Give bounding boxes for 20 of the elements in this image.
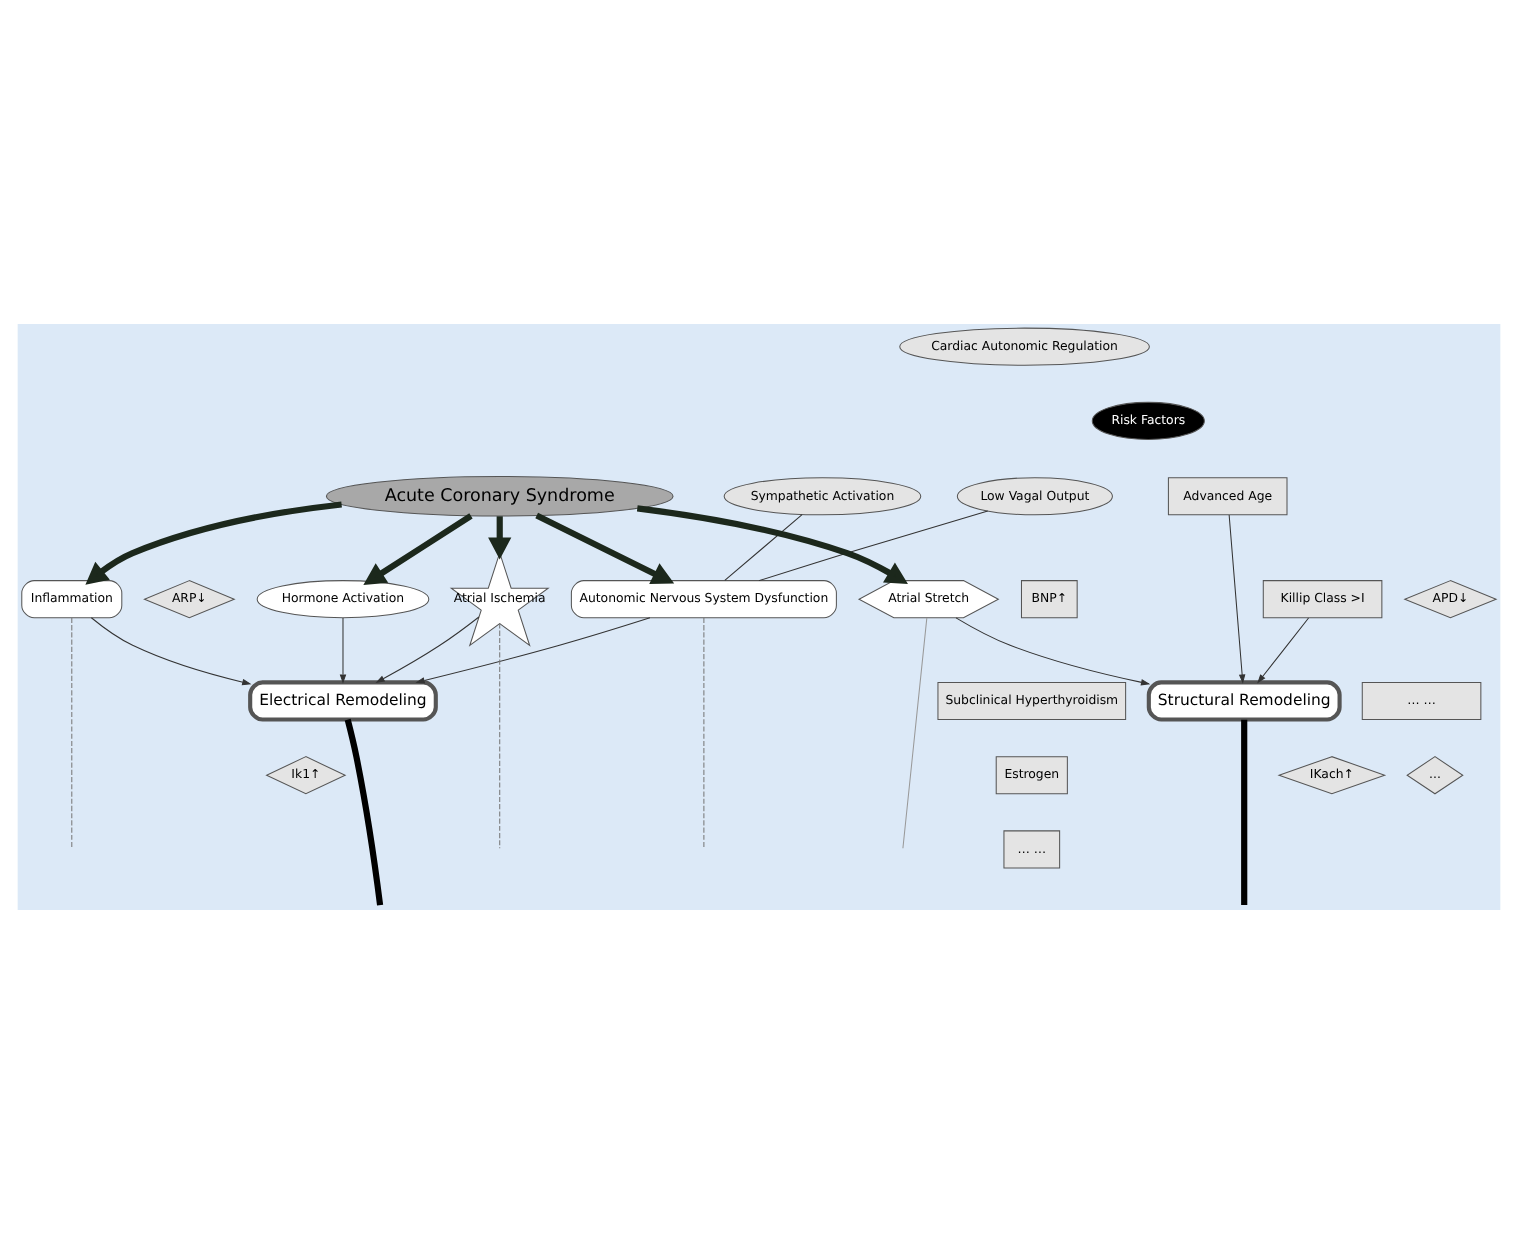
arrow (1257, 617, 1310, 684)
arrow (955, 617, 1151, 686)
arrow (1228, 514, 1246, 684)
arrow (85, 501, 342, 585)
arrow (339, 617, 347, 684)
connector (499, 623, 501, 849)
arrow (415, 617, 651, 684)
connector (1241, 719, 1248, 906)
arrow (636, 505, 908, 584)
arrow (535, 512, 675, 585)
connector (902, 617, 928, 849)
node-ellipse: Acute Coronary Syndrome (325, 476, 674, 517)
arrow (488, 516, 512, 560)
connector (71, 617, 73, 849)
connector (703, 617, 705, 849)
arrow (90, 617, 252, 686)
connector (758, 510, 989, 582)
connector (724, 514, 803, 581)
arrow (363, 513, 473, 586)
arrow (375, 616, 480, 684)
